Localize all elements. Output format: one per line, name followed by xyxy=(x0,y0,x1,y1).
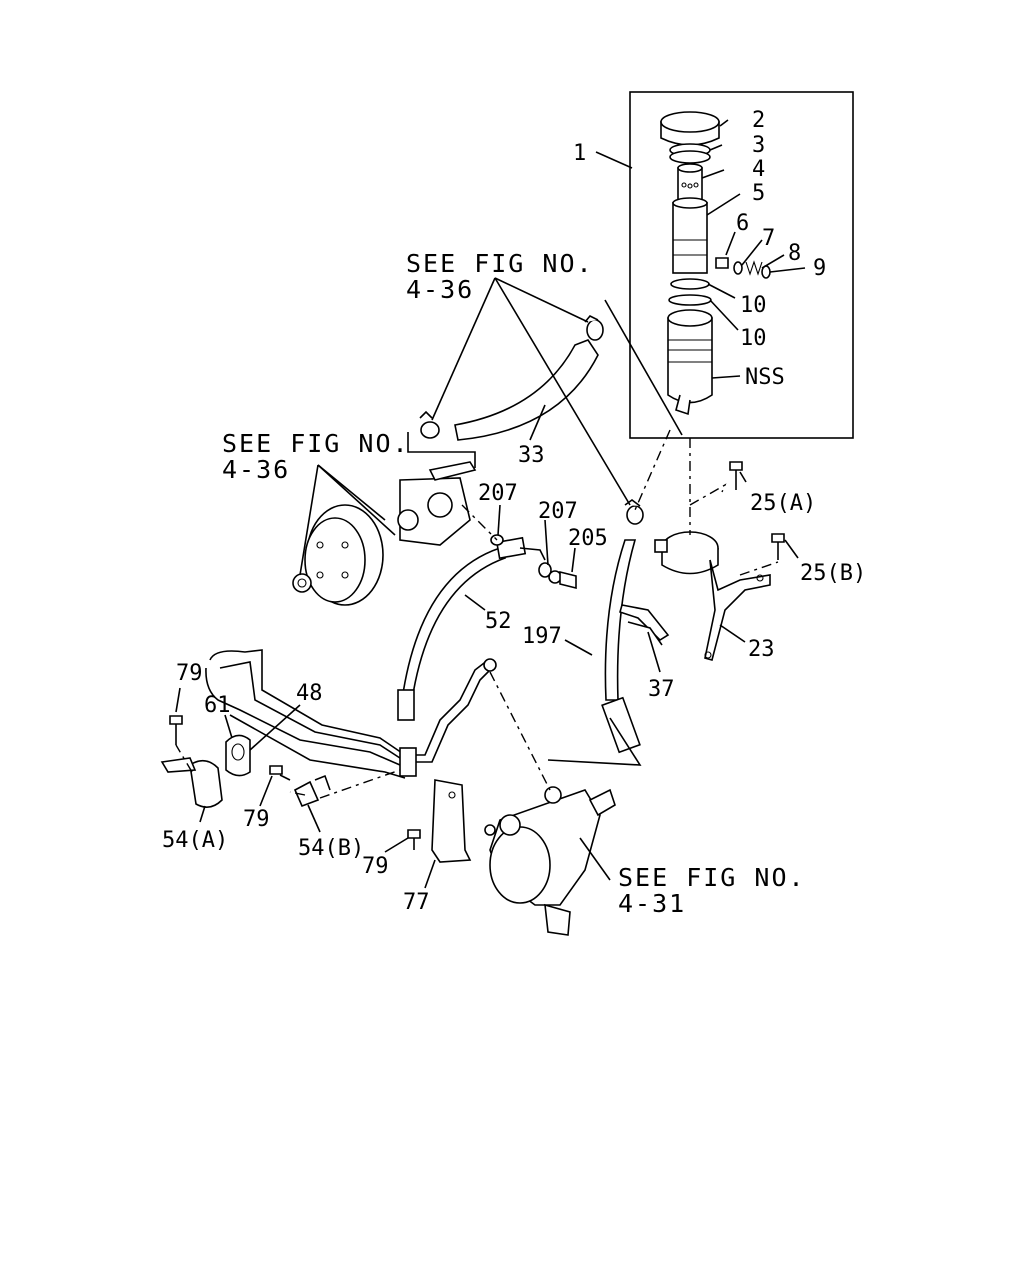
ref-see-fig-3: SEE FIG NO. xyxy=(618,863,806,892)
suction-hose xyxy=(604,539,637,701)
callout-79-upper: 79 xyxy=(176,661,203,686)
return-hose xyxy=(454,339,599,441)
callout-10-lower: 10 xyxy=(740,326,767,351)
callout-77: 77 xyxy=(403,890,430,915)
clip-54a xyxy=(160,757,223,808)
callout-1: 1 xyxy=(573,141,586,166)
union-bolt xyxy=(548,570,577,590)
callout-4: 4 xyxy=(752,157,765,182)
ref-fig-no-2: 4-36 xyxy=(222,455,290,484)
reservoir-tank xyxy=(667,309,713,416)
hose-fitting-upper xyxy=(495,536,527,560)
reservoir-bracket xyxy=(654,531,771,661)
filter-element xyxy=(677,163,703,201)
callout-207-left: 207 xyxy=(478,481,518,506)
steering-gear-box xyxy=(484,786,616,936)
o-ring-upper xyxy=(670,278,710,290)
callout-10-upper: 10 xyxy=(740,293,767,318)
callout-6: 6 xyxy=(736,211,749,236)
hose-clamp-lower xyxy=(419,410,440,439)
pipe-assembly xyxy=(205,649,497,779)
callout-54a: 54(A) xyxy=(162,828,228,853)
callout-9: 9 xyxy=(813,256,826,281)
callout-3: 3 xyxy=(752,133,765,158)
bolt-79c xyxy=(407,829,421,850)
clip-54b xyxy=(293,774,331,808)
callout-37: 37 xyxy=(648,677,675,702)
hose-clamp-suction xyxy=(624,499,644,525)
dashed-connectors xyxy=(175,429,779,799)
gasket-union xyxy=(538,562,552,578)
callout-2: 2 xyxy=(752,108,765,133)
ref-see-fig-1: SEE FIG NO. xyxy=(406,249,594,278)
relief-valve-parts xyxy=(715,257,771,279)
bolt-79a xyxy=(169,715,183,745)
o-ring-lower xyxy=(668,294,712,306)
hose-bracket-37 xyxy=(619,604,670,646)
callout-33: 33 xyxy=(518,443,545,468)
power-steering-pump xyxy=(397,461,477,546)
reservoir-cap xyxy=(660,111,720,146)
grommet-61 xyxy=(225,734,251,777)
callout-23: 23 xyxy=(748,637,775,662)
leader-lines xyxy=(175,119,806,889)
callout-207-right: 207 xyxy=(538,499,578,524)
callout-205: 205 xyxy=(568,526,608,551)
callout-8: 8 xyxy=(788,241,801,266)
ref-fig-no-1: 4-36 xyxy=(406,275,474,304)
callout-25b: 25(B) xyxy=(800,561,866,586)
callout-79-middle: 79 xyxy=(243,807,270,832)
hose-clamp-upper xyxy=(584,315,604,341)
ref-see-fig-2: SEE FIG NO. xyxy=(222,429,410,458)
callout-52: 52 xyxy=(485,609,512,634)
callout-54b: 54(B) xyxy=(298,836,364,861)
union-elbow xyxy=(519,547,546,561)
ref-fig-no-3: 4-31 xyxy=(618,889,686,918)
callout-5: 5 xyxy=(752,181,765,206)
callout-197: 197 xyxy=(522,624,562,649)
callout-nss: NSS xyxy=(745,365,785,390)
reservoir-detail-frame xyxy=(629,91,854,439)
callout-79-lower: 79 xyxy=(362,854,389,879)
callout-7: 7 xyxy=(762,226,775,251)
hose-fitting-lower xyxy=(397,689,415,721)
bolt-25b xyxy=(771,533,785,560)
callout-61: 61 xyxy=(204,693,231,718)
bolt-25a xyxy=(729,461,743,490)
cap-seal xyxy=(669,143,711,164)
bolt-79b xyxy=(269,765,291,781)
callout-48: 48 xyxy=(296,681,323,706)
pump-pulley xyxy=(304,504,384,606)
callout-25a: 25(A) xyxy=(750,491,816,516)
bracket-77 xyxy=(431,779,472,863)
pulley-nut xyxy=(292,573,312,593)
suction-fitting xyxy=(601,696,641,754)
filter-body xyxy=(672,197,708,274)
